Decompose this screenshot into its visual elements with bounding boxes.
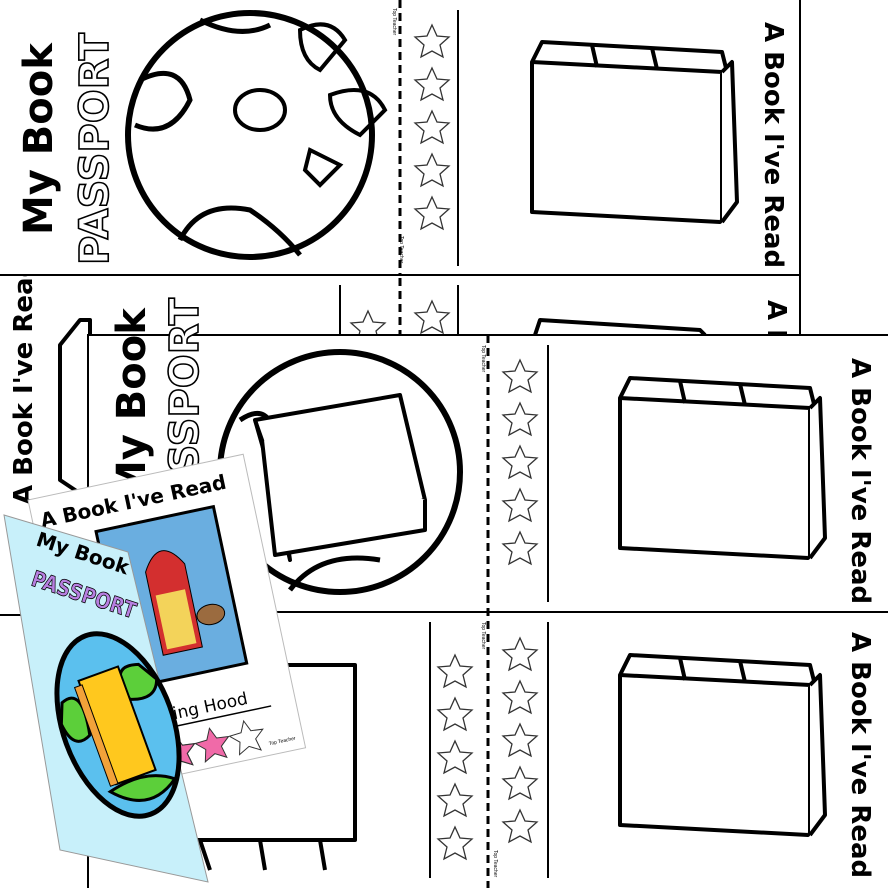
credit-text: Top Teacher	[391, 8, 397, 35]
credit-text: Top Teacher	[480, 345, 486, 372]
star-icon	[228, 719, 264, 756]
globe-book-icon	[54, 631, 182, 819]
globe-book-icon	[217, 349, 463, 595]
cover-title-line2: PASSPORT	[72, 32, 118, 265]
book-icon	[58, 318, 92, 502]
page-title: A Book I've Read	[845, 632, 875, 878]
credit-text: Top Teacher	[268, 736, 296, 748]
credit-text: Top Teacher	[492, 850, 498, 877]
credit-text: Top Teacher	[480, 622, 486, 649]
book-icon	[618, 653, 827, 837]
page-title: A Book I've Read	[845, 358, 875, 604]
page-title: A Book I've Read	[758, 22, 788, 268]
page-title: A Book I've Read	[9, 259, 39, 505]
pilot-cat-icon	[233, 22, 388, 188]
star-icon-filled	[194, 727, 230, 763]
cover-title-line1: My Book	[16, 42, 62, 235]
book-icon	[618, 376, 827, 560]
globe-icon	[125, 10, 375, 260]
cover-title-line1: My Book	[109, 307, 155, 500]
book-icon	[530, 40, 739, 224]
sample-passport-cover-card: My Book PASSPORT	[3, 514, 209, 883]
worksheet-page-top: My Book PASSPORT Top Teacher Top Teacher…	[0, 0, 801, 276]
